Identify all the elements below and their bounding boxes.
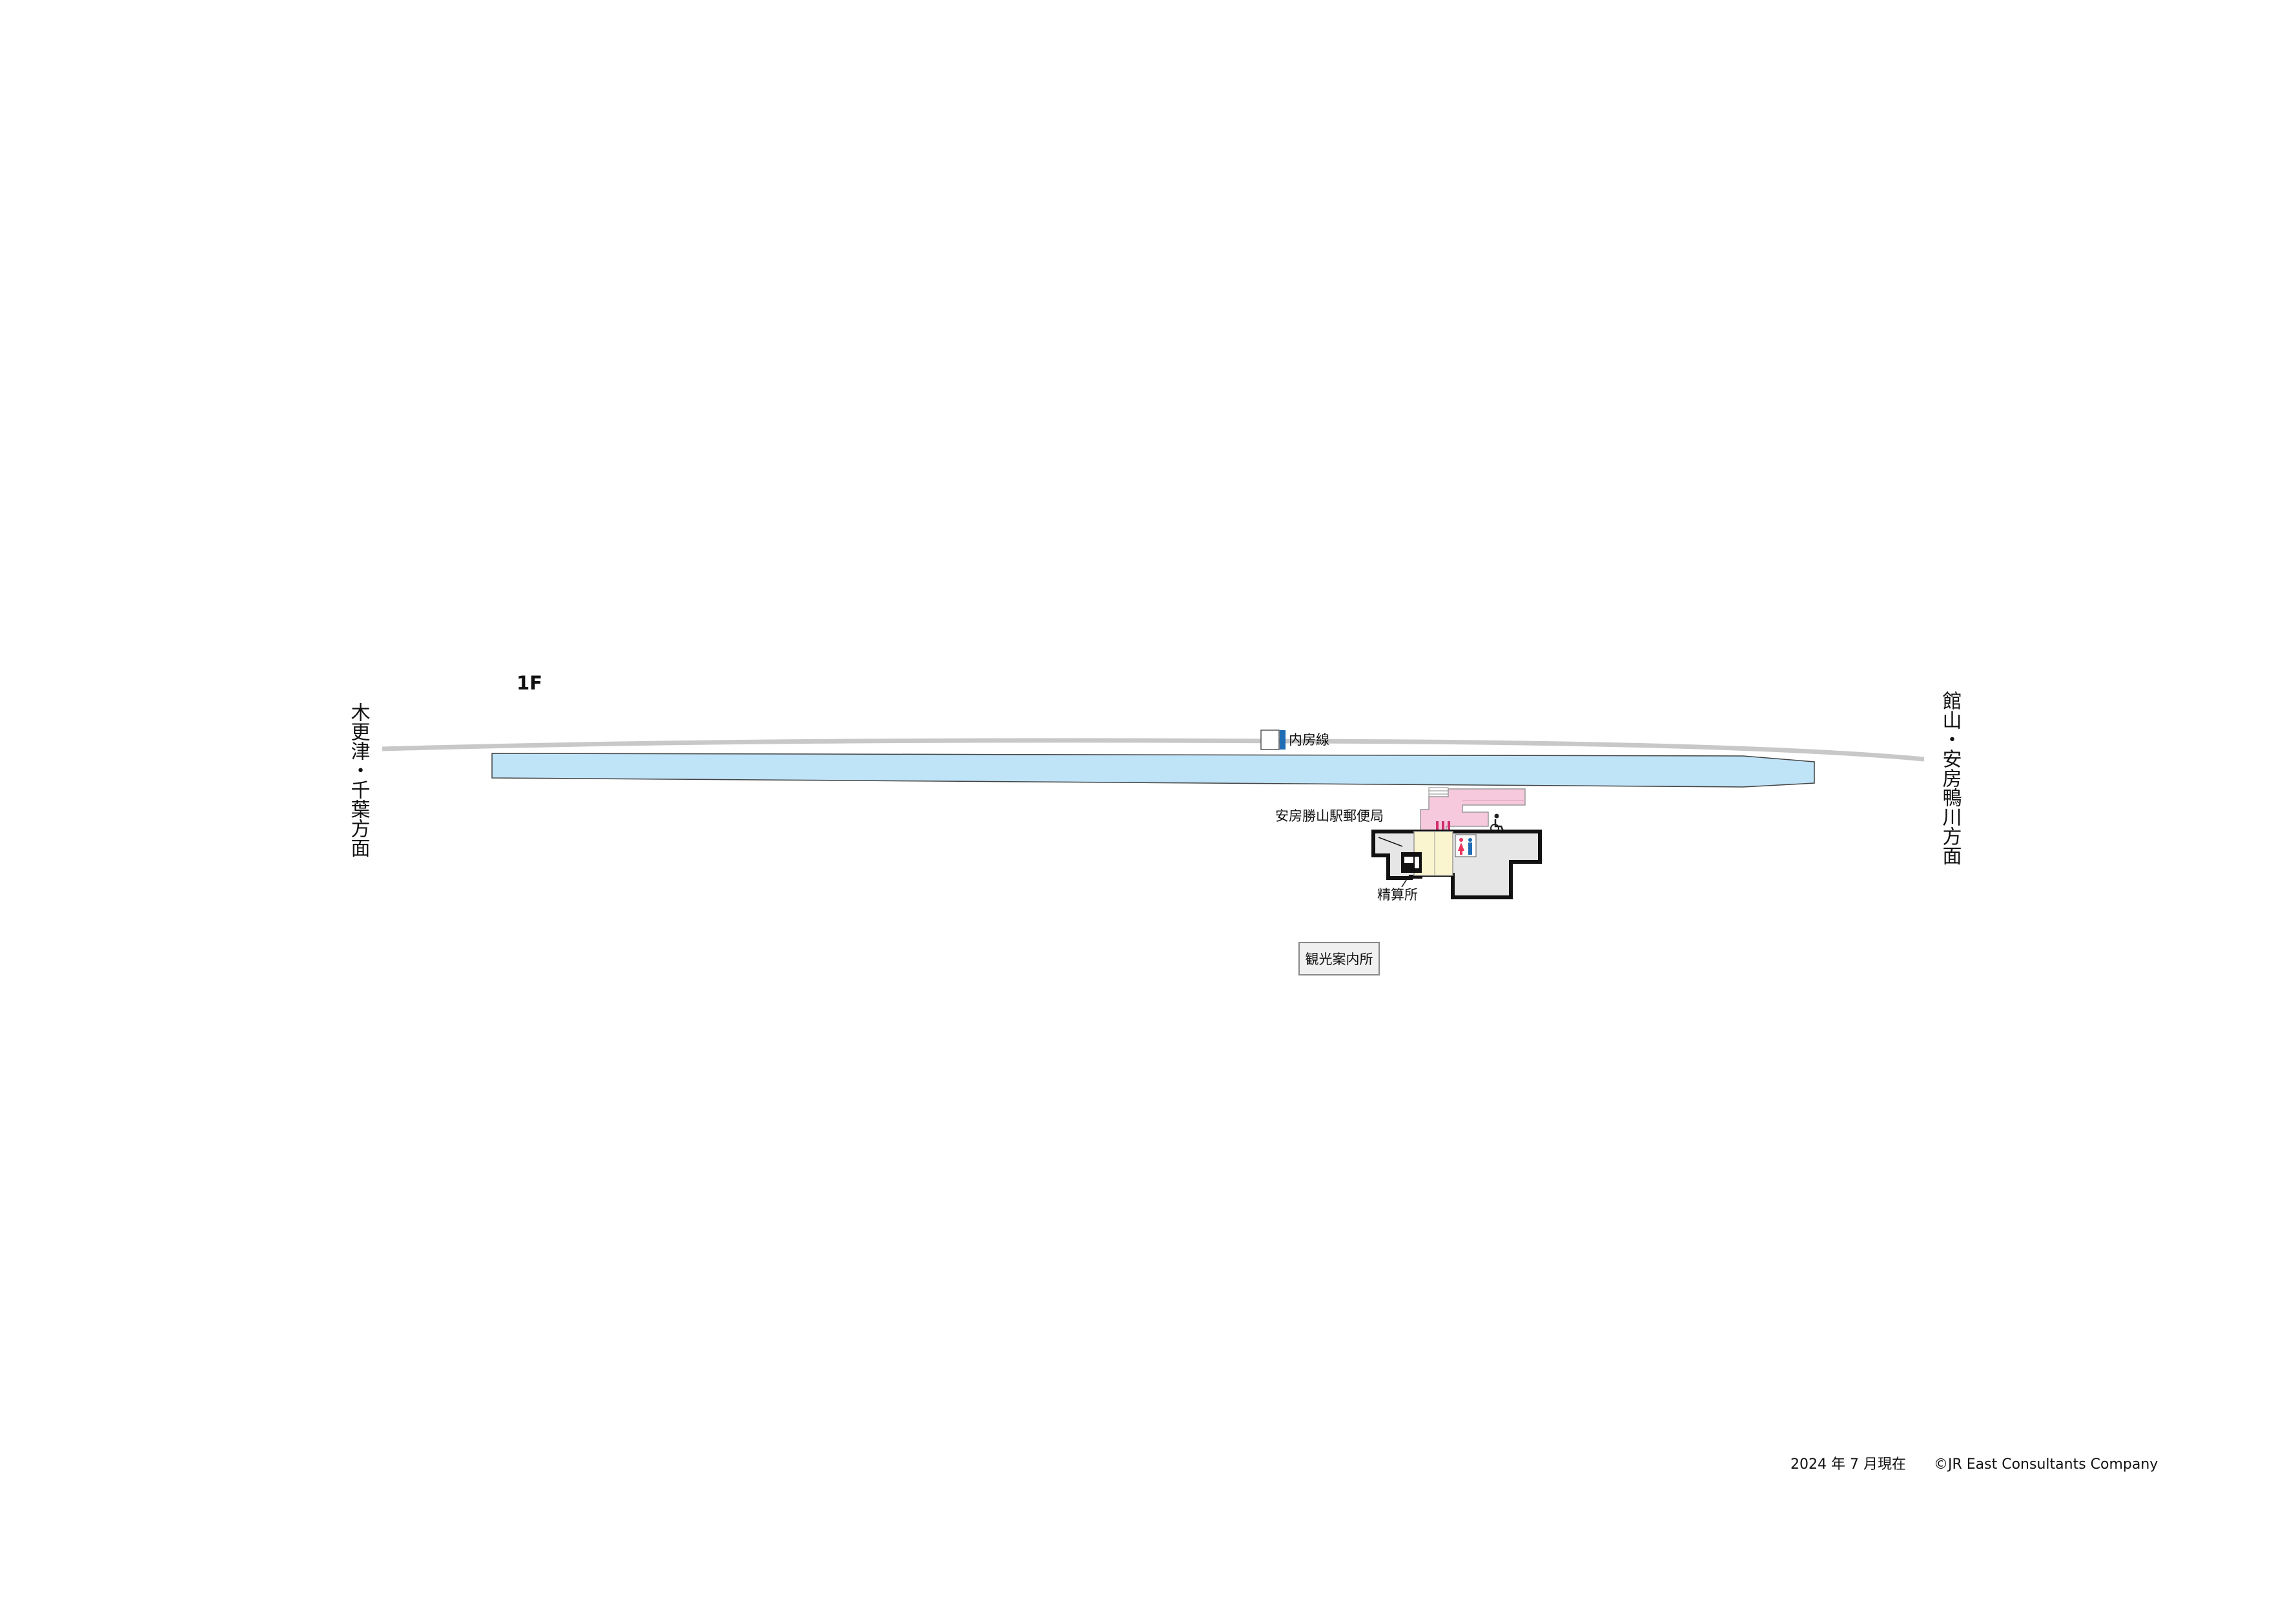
tourist-info-box <box>1298 942 1380 975</box>
ticket-machine-icon <box>1401 852 1422 873</box>
line-name-label: 内房線 <box>1289 732 1329 748</box>
fare-adjustment-label: 精算所 <box>1377 887 1418 903</box>
stairs <box>1428 787 1449 797</box>
line-marker-box <box>1260 730 1280 750</box>
date-label: 2024 年 7 月現在 <box>1790 1456 1906 1473</box>
post-office-label: 安房勝山駅郵便局 <box>1275 808 1384 824</box>
direction-left-label: 木更津・千葉方面 <box>347 702 371 857</box>
gate-icon <box>1436 821 1450 830</box>
restroom-icon <box>1455 834 1477 857</box>
concourse <box>1420 788 1526 832</box>
floor-label: 1F <box>517 672 542 694</box>
line-color-bar <box>1280 730 1286 750</box>
copyright-label: ©JR East Consultants Company <box>1934 1456 2158 1473</box>
railway-track <box>382 738 1925 762</box>
tourist-info-label: 観光案内所 <box>1306 952 1373 967</box>
platform <box>491 753 1815 788</box>
direction-right-label: 館山・安房鴨川方面 <box>1939 691 1962 865</box>
